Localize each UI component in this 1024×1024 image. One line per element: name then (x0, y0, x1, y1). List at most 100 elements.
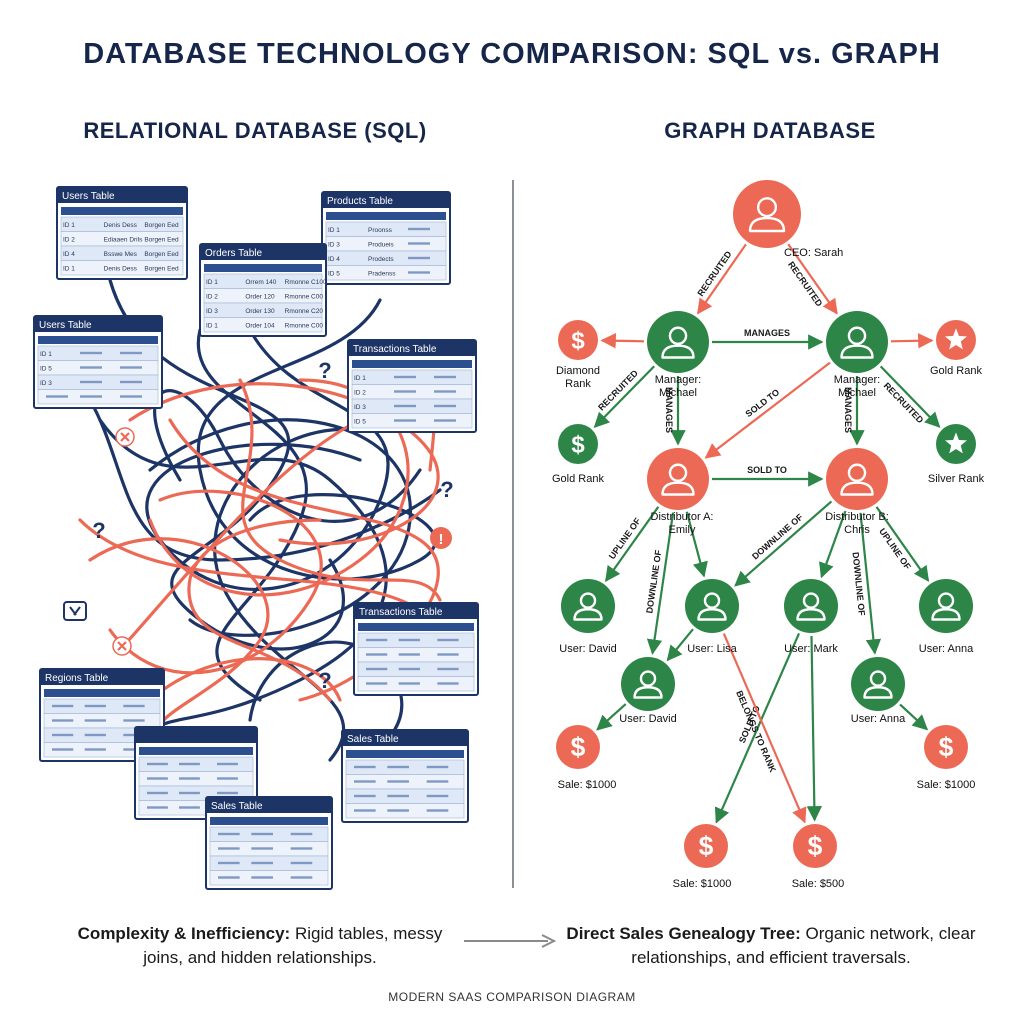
table-title: Regions Table (45, 673, 109, 684)
node-label: User: David (559, 643, 616, 655)
dollar-icon: $ (571, 431, 585, 458)
table-cell: Denis Dess (104, 266, 138, 273)
node-label: User: Anna (851, 713, 906, 725)
graph-node: User: David (619, 657, 677, 725)
table-cell-bar (52, 733, 74, 737)
dollar-icon: $ (571, 327, 585, 354)
graph-edge (899, 703, 929, 731)
graph-caption-text: Organic network, clear relationships, an… (631, 924, 976, 967)
table-cell: ID 1 (206, 279, 218, 286)
table-cell-bar (217, 762, 238, 766)
question-icon: ? (318, 668, 331, 693)
table-cell-bar (251, 832, 273, 836)
edge-label: RECRUITED (882, 381, 926, 426)
join-curve (148, 657, 342, 702)
sql-table: Transactions Table (353, 602, 479, 696)
table-cell-bar (179, 777, 200, 780)
table-cell-bar (147, 777, 168, 780)
graph-caption-bold: Direct Sales Genealogy Tree: (566, 924, 801, 943)
table-cell: Prodects (368, 256, 394, 263)
table-cell-bar (123, 748, 145, 751)
table-cell-bar (366, 682, 388, 685)
graph-edge: DOWNLINE OF (734, 500, 833, 587)
table-cell-bar (394, 375, 416, 379)
table-cell-bar (437, 667, 459, 671)
table-cell: ID 3 (40, 380, 52, 387)
table-cell-bar (147, 791, 168, 795)
node-label: Sale: $500 (792, 878, 845, 890)
table-cell: ID 1 (354, 375, 366, 382)
table-cell-bar (147, 806, 168, 809)
table-cell: Order 120 (245, 294, 275, 301)
table-cell-bar (354, 809, 376, 812)
graph-nodes: CEO: SarahManager:MichaelManager:Michael… (552, 180, 985, 890)
graph-edge: MANAGES (712, 328, 824, 350)
table-cell-bar (217, 777, 238, 780)
dollar-icon: $ (571, 732, 586, 762)
table-cell: ID 3 (354, 404, 366, 411)
graph-node: CEO: Sarah (733, 180, 843, 259)
table-cell-bar (387, 765, 409, 769)
table-cell-bar (46, 395, 68, 398)
table-cell: Rmonne C00 (285, 323, 324, 330)
node-label: Sale: $1000 (558, 779, 617, 791)
node-label: Michael (838, 387, 876, 399)
graph-edge (685, 511, 708, 578)
dollar-icon: $ (939, 732, 954, 762)
table-header-row (139, 747, 253, 755)
table-cell-bar (394, 390, 416, 393)
table-cell-bar (437, 653, 459, 656)
table-cell: Order 130 (245, 308, 275, 315)
person-icon (661, 326, 695, 359)
person-icon (748, 197, 786, 233)
join-curve (88, 398, 442, 562)
table-cell-bar (123, 719, 145, 722)
sql-caption-text: Rigid tables, messy joins, and hidden re… (143, 924, 443, 967)
tangle-markers: ????! (63, 358, 454, 693)
table-cell: Ediaaen Drils (104, 237, 143, 244)
node-label: User: Anna (919, 643, 974, 655)
table-cell-bar (52, 719, 74, 722)
node-label: User: Mark (784, 643, 838, 655)
join-curve (98, 418, 388, 762)
person-icon (573, 592, 603, 621)
table-cell: ID 4 (63, 251, 75, 258)
graph-node: Manager:Michael (647, 311, 709, 399)
table-title: Sales Table (211, 801, 263, 812)
table-cell-bar (398, 682, 420, 685)
table-cell-bar (52, 748, 74, 751)
table-cell-bar (251, 861, 273, 865)
person-icon (863, 670, 893, 699)
table-cell-bar (426, 794, 449, 798)
broken-link-icon (63, 601, 87, 621)
table-title: Users Table (62, 191, 115, 202)
table-cell-bar (120, 366, 142, 369)
table-cell: ID 5 (328, 271, 340, 278)
table-cell-bar (354, 794, 376, 798)
error-x-icon (112, 636, 132, 656)
table-cell: Rmonne C00 (285, 294, 324, 301)
table-cell-bar (80, 395, 102, 398)
join-curve (78, 518, 422, 612)
node-label: User: David (619, 713, 676, 725)
table-cell: Borgen Eed (144, 266, 179, 273)
table-row (203, 317, 323, 333)
graph-edge: SOLD TO (712, 465, 824, 487)
node-label: Sale: $1000 (917, 779, 976, 791)
graph-node: User: Anna (851, 657, 906, 725)
graph-node: User: Lisa (685, 579, 739, 655)
edge-label: MANAGES (664, 387, 674, 433)
table-header-row (210, 817, 328, 825)
table-cell-bar (434, 404, 456, 408)
center-divider (512, 180, 514, 888)
table-cell-bar (251, 847, 273, 850)
graph-edge: SOLD TO (704, 361, 831, 459)
table-cell-bar (398, 638, 420, 642)
table-cell-bar (290, 861, 313, 865)
table-cell-bar (408, 227, 430, 231)
table-cell: ID 5 (354, 419, 366, 426)
edge-label: MANAGES (744, 328, 790, 338)
table-cell-bar (408, 242, 430, 245)
